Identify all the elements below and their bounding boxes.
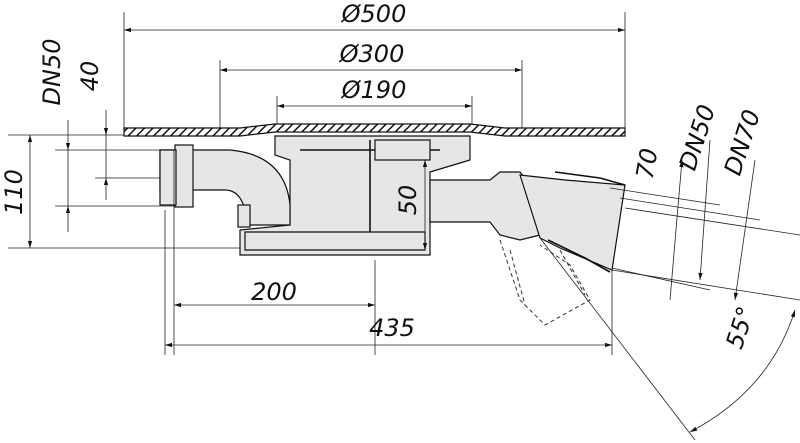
- dim-label-d500: Ø500: [341, 0, 407, 28]
- dim-label-d190: Ø190: [341, 76, 407, 104]
- dimension-200: 200: [173, 150, 376, 355]
- dim-label-dn70-right: DN70: [719, 106, 766, 178]
- drain-body: [239, 135, 471, 256]
- dim-label-dn50-left: DN50: [38, 39, 66, 106]
- outlet-elbow-angled: [519, 174, 626, 271]
- dimension-angle-55: 55°: [539, 237, 800, 441]
- dimension-dn50-left: DN50: [38, 39, 180, 232]
- drain-flange: [123, 123, 626, 137]
- dim-label-d300: Ø300: [339, 40, 405, 68]
- dimension-435: 435: [164, 210, 613, 355]
- dim-label-200: 200: [251, 278, 297, 306]
- drain-assembly: [123, 123, 626, 326]
- dimension-d190: Ø190: [276, 76, 473, 128]
- dimension-40: 40: [76, 61, 180, 200]
- dim-label-50: 50: [394, 185, 422, 216]
- dim-label-55: 55°: [721, 303, 761, 352]
- dimension-d300: Ø300: [219, 40, 523, 128]
- dim-label-dn50-right: DN50: [674, 101, 721, 173]
- dim-label-40: 40: [76, 61, 104, 92]
- dim-label-435: 435: [369, 314, 415, 342]
- dimension-d500: Ø500: [123, 0, 626, 128]
- dimension-110: 110: [0, 134, 250, 249]
- dim-label-70: 70: [631, 146, 664, 181]
- dimension-70: 70: [609, 146, 721, 301]
- dimension-50: 50: [394, 160, 428, 250]
- alternate-position-outline: [499, 239, 591, 326]
- dim-label-110: 110: [0, 169, 28, 215]
